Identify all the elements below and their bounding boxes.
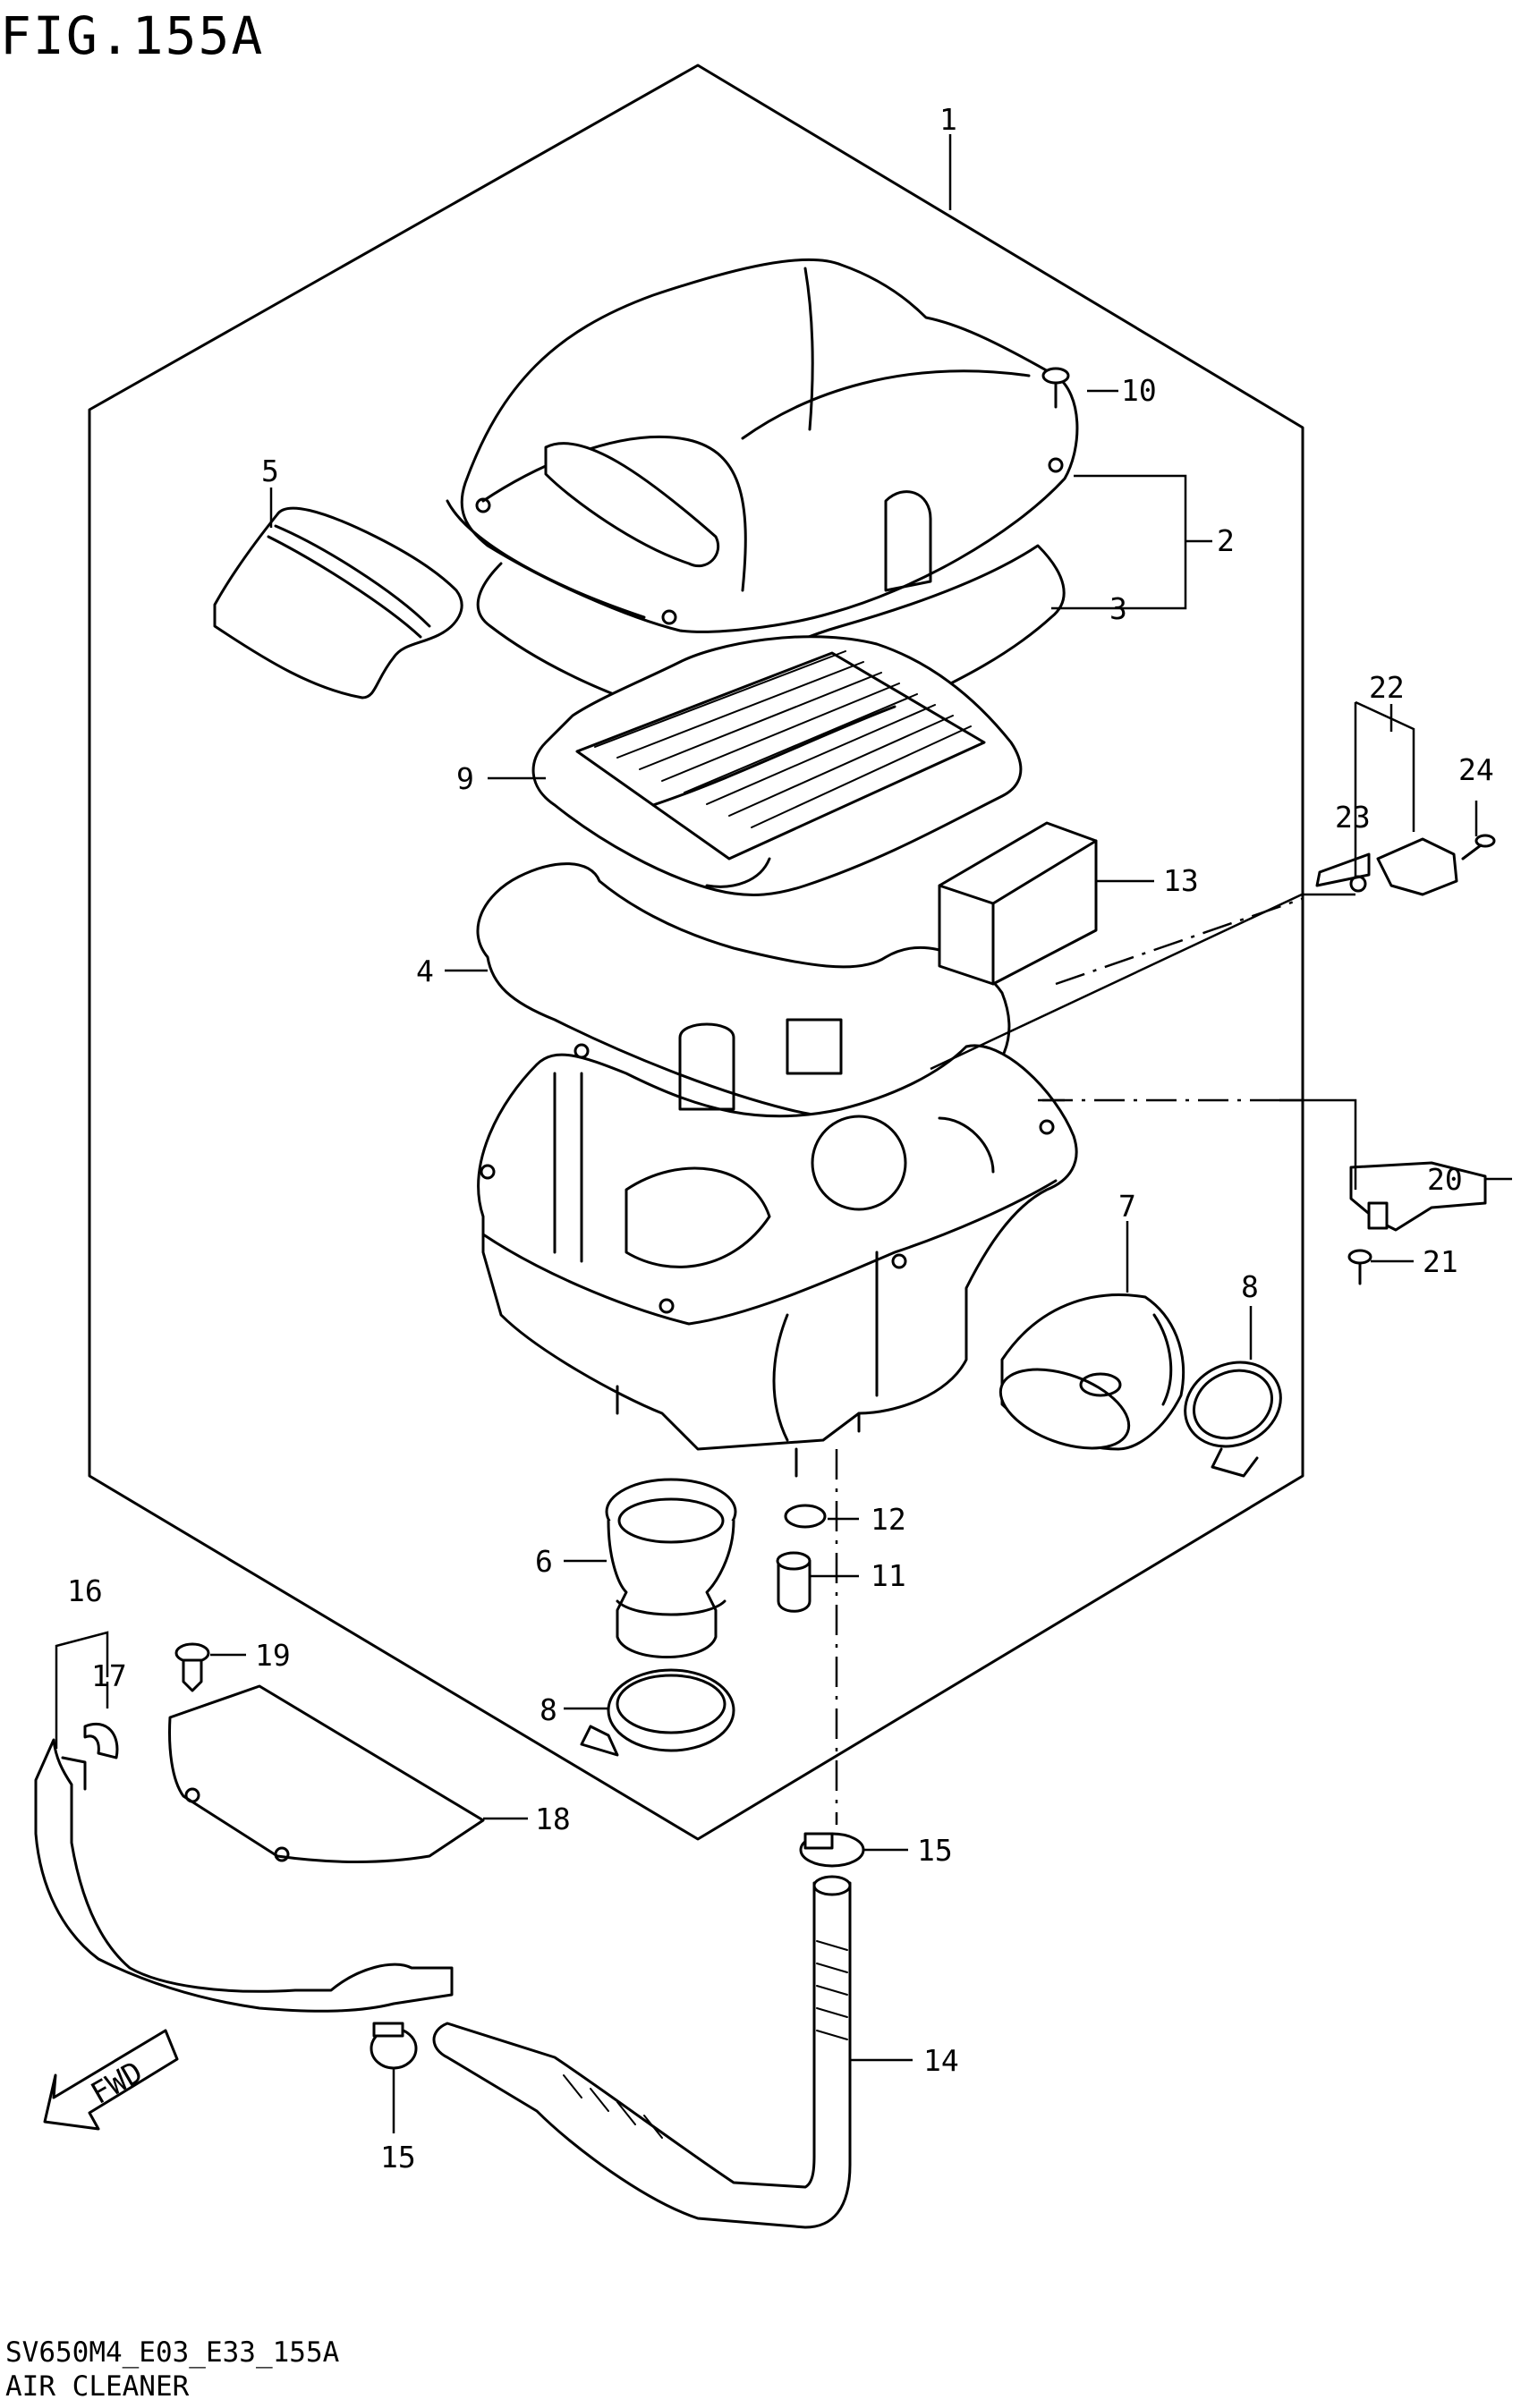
callout-18: 18 [535, 1802, 571, 1836]
callout-20: 20 [1427, 1162, 1463, 1197]
part-clamp-upper [1184, 1361, 1282, 1478]
callout-6: 6 [535, 1544, 553, 1579]
callout-8-lower: 8 [540, 1692, 557, 1727]
callout-13: 13 [1163, 863, 1199, 898]
callout-numbers: 1 2 3 4 5 6 7 8 8 9 10 11 12 13 14 15 15… [67, 102, 1494, 2175]
part-sensor-bolt [1347, 1249, 1372, 1285]
callout-15-lower: 15 [380, 2140, 416, 2175]
figure-name: AIR CLEANER [5, 2370, 190, 2403]
part-drain-hose [432, 1875, 852, 2229]
part-foam-block [938, 821, 1098, 986]
part-intake-duct [213, 506, 463, 700]
part-joint-rubber [605, 1478, 737, 1658]
callout-11: 11 [871, 1558, 906, 1593]
part-grommet [83, 1723, 119, 1759]
callout-16: 16 [67, 1573, 103, 1608]
part-cover-gasket [476, 544, 1066, 717]
part-hose-clip-upper [799, 1832, 865, 1868]
callout-2: 2 [1217, 523, 1235, 558]
callout-1: 1 [939, 102, 957, 137]
callout-5: 5 [261, 454, 279, 488]
part-drain-cap [776, 1551, 811, 1613]
figure-code: SV650M4_E03_E33_155A [5, 2336, 340, 2369]
callout-8-upper: 8 [1241, 1269, 1259, 1304]
part-upper-cover [446, 258, 1079, 633]
callout-10: 10 [1121, 373, 1157, 408]
callout-23: 23 [1335, 800, 1371, 835]
part-pressure-sensor [1349, 1161, 1487, 1232]
callout-4: 4 [416, 954, 434, 988]
part-screw-sensor [1461, 834, 1496, 861]
fwd-arrow: FWD [43, 2029, 179, 2131]
part-intake-pipe [998, 1293, 1185, 1451]
assembly-outline [88, 64, 1304, 1841]
part-cover-plate [168, 1684, 485, 1863]
part-lower-case [477, 1018, 1078, 1478]
part-screw-top [1041, 367, 1070, 409]
callout-19: 19 [255, 1638, 291, 1673]
figure-title: FIG.155A [0, 5, 265, 66]
callout-24: 24 [1458, 752, 1494, 787]
callout-7: 7 [1118, 1189, 1136, 1224]
callout-9: 9 [456, 761, 474, 796]
callout-15-upper: 15 [917, 1833, 953, 1868]
callout-3: 3 [1109, 591, 1127, 626]
part-hose-bracket [34, 1738, 454, 2013]
part-clamp-lower [580, 1668, 735, 1757]
part-clip [784, 1504, 827, 1529]
callout-21: 21 [1423, 1244, 1458, 1279]
leader-lines [55, 134, 1512, 2133]
callout-22: 22 [1369, 670, 1405, 705]
part-sensor-upper [1315, 837, 1458, 896]
callout-12: 12 [871, 1502, 906, 1537]
callout-14: 14 [923, 2043, 959, 2078]
part-hose-clip-lower [370, 2022, 418, 2070]
callout-17: 17 [91, 1658, 127, 1693]
part-push-rivet [174, 1642, 210, 1692]
part-filter-element [531, 635, 1023, 896]
